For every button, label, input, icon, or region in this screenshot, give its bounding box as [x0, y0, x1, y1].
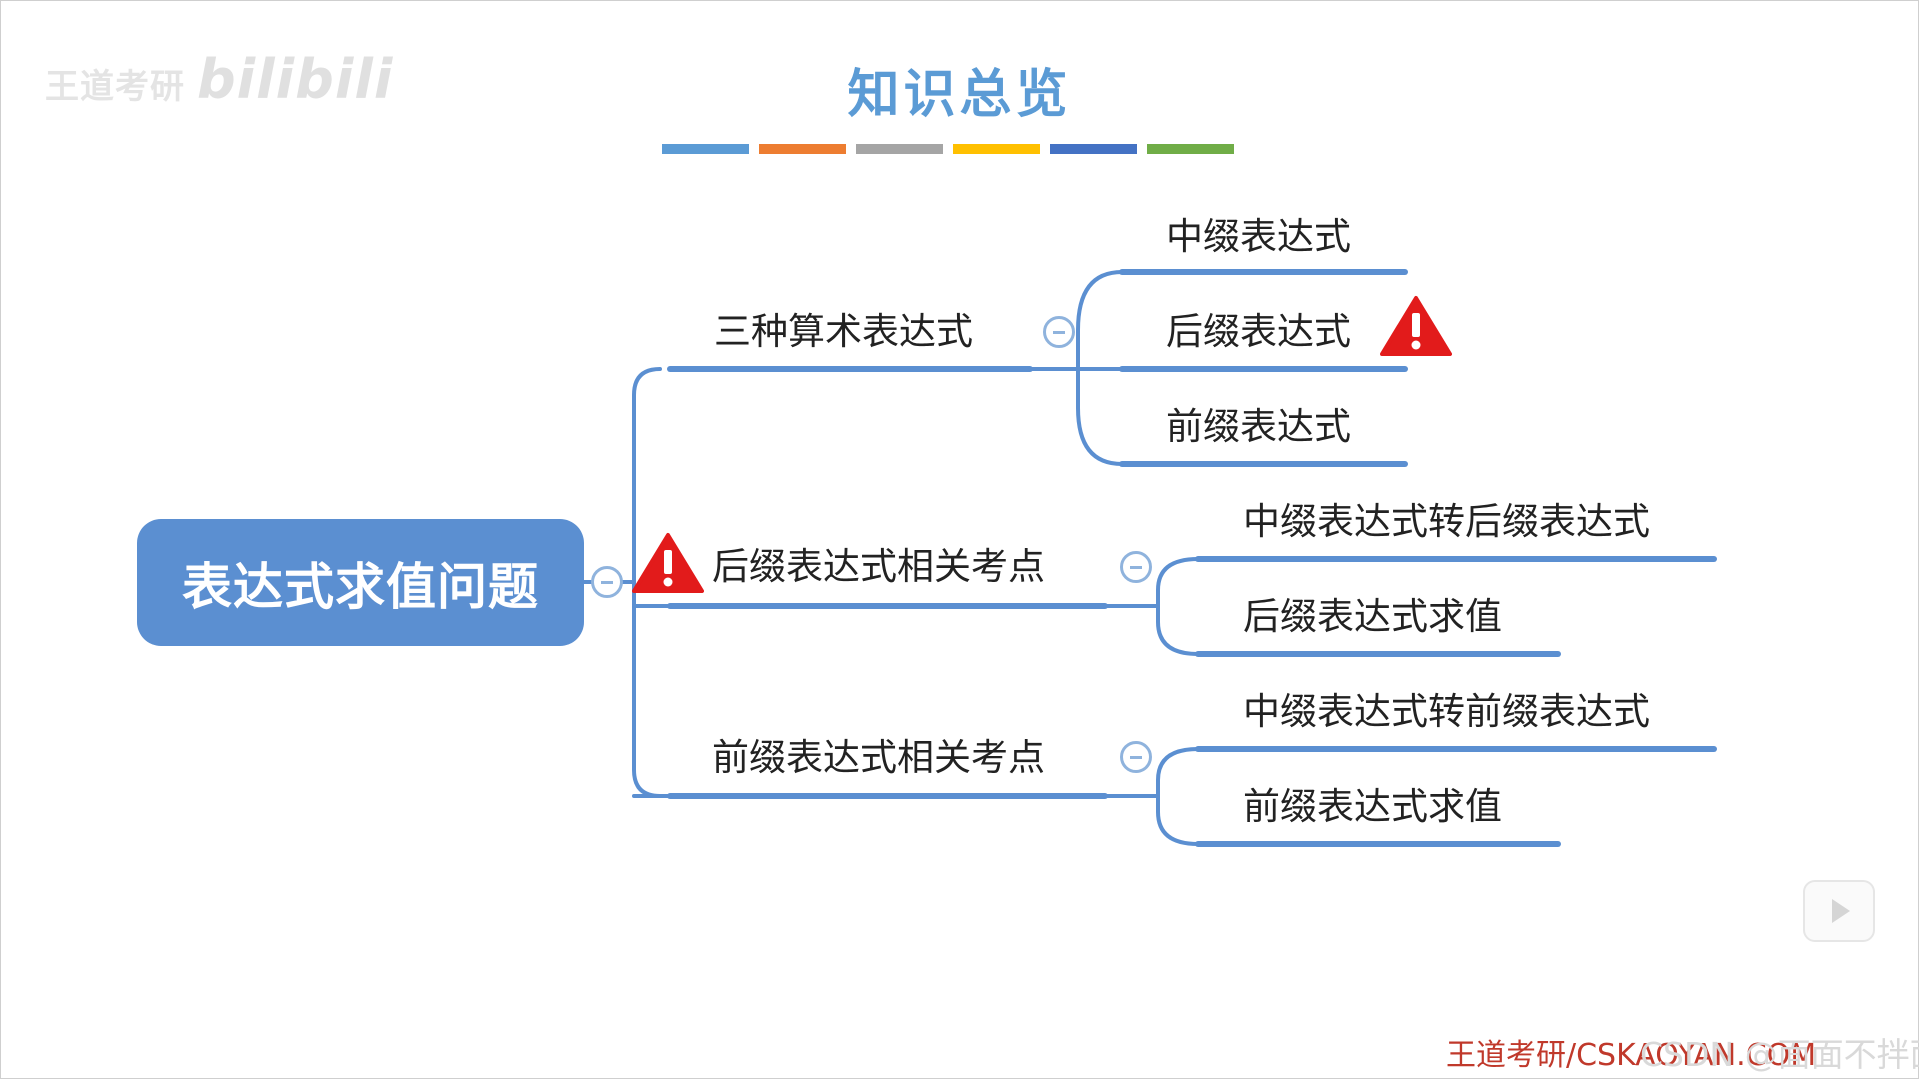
watermark-text: 王道考研 [45, 67, 185, 107]
branch-label-postfix-topics[interactable]: 后缀表达式相关考点 [712, 545, 1045, 588]
color-bar-segment [1050, 144, 1137, 154]
collapse-icon[interactable] [1120, 741, 1152, 773]
collapse-icon[interactable] [1043, 316, 1075, 348]
child-label-infix[interactable]: 中缀表达式 [1166, 215, 1351, 258]
footer-overlay-text: CSDN @面面不拌面 [1640, 1035, 1919, 1074]
root-node[interactable]: 表达式求值问题 [137, 519, 584, 646]
child-label-postfix-evaluation[interactable]: 后缀表达式求值 [1243, 595, 1502, 638]
child-label-prefix[interactable]: 前缀表达式 [1166, 405, 1351, 448]
warning-icon [632, 533, 704, 593]
child-label-infix-to-prefix[interactable]: 中缀表达式转前缀表达式 [1243, 690, 1650, 733]
color-bar-segment [856, 144, 943, 154]
footer-site: 王道考研/CSKAOYAN.COM [1446, 1030, 1816, 1074]
color-bar-segment [662, 144, 749, 154]
footer-site-text: 王道考研/CSKAOYAN.COM [1446, 1038, 1817, 1073]
play-icon[interactable] [1803, 880, 1875, 942]
bilibili-logo: bilibili [197, 48, 394, 111]
child-label-prefix-evaluation[interactable]: 前缀表达式求值 [1243, 785, 1502, 828]
footer-overlay: CSDN @面面不拌面 [1640, 1028, 1919, 1076]
page-title: 知识总览 [847, 64, 1072, 125]
collapse-icon[interactable] [591, 566, 623, 598]
child-label-postfix[interactable]: 后缀表达式 [1166, 310, 1351, 353]
warning-icon [1380, 296, 1452, 356]
watermark: 王道考研 bilibili [45, 48, 393, 111]
collapse-icon[interactable] [1120, 551, 1152, 583]
color-bar-segment [953, 144, 1040, 154]
child-label-infix-to-postfix[interactable]: 中缀表达式转后缀表达式 [1243, 500, 1650, 543]
color-bar-segment [1147, 144, 1234, 154]
color-bar-segment [759, 144, 846, 154]
branch-label-arithmetic-expressions[interactable]: 三种算术表达式 [714, 310, 973, 353]
branch-label-prefix-topics[interactable]: 前缀表达式相关考点 [712, 736, 1045, 779]
